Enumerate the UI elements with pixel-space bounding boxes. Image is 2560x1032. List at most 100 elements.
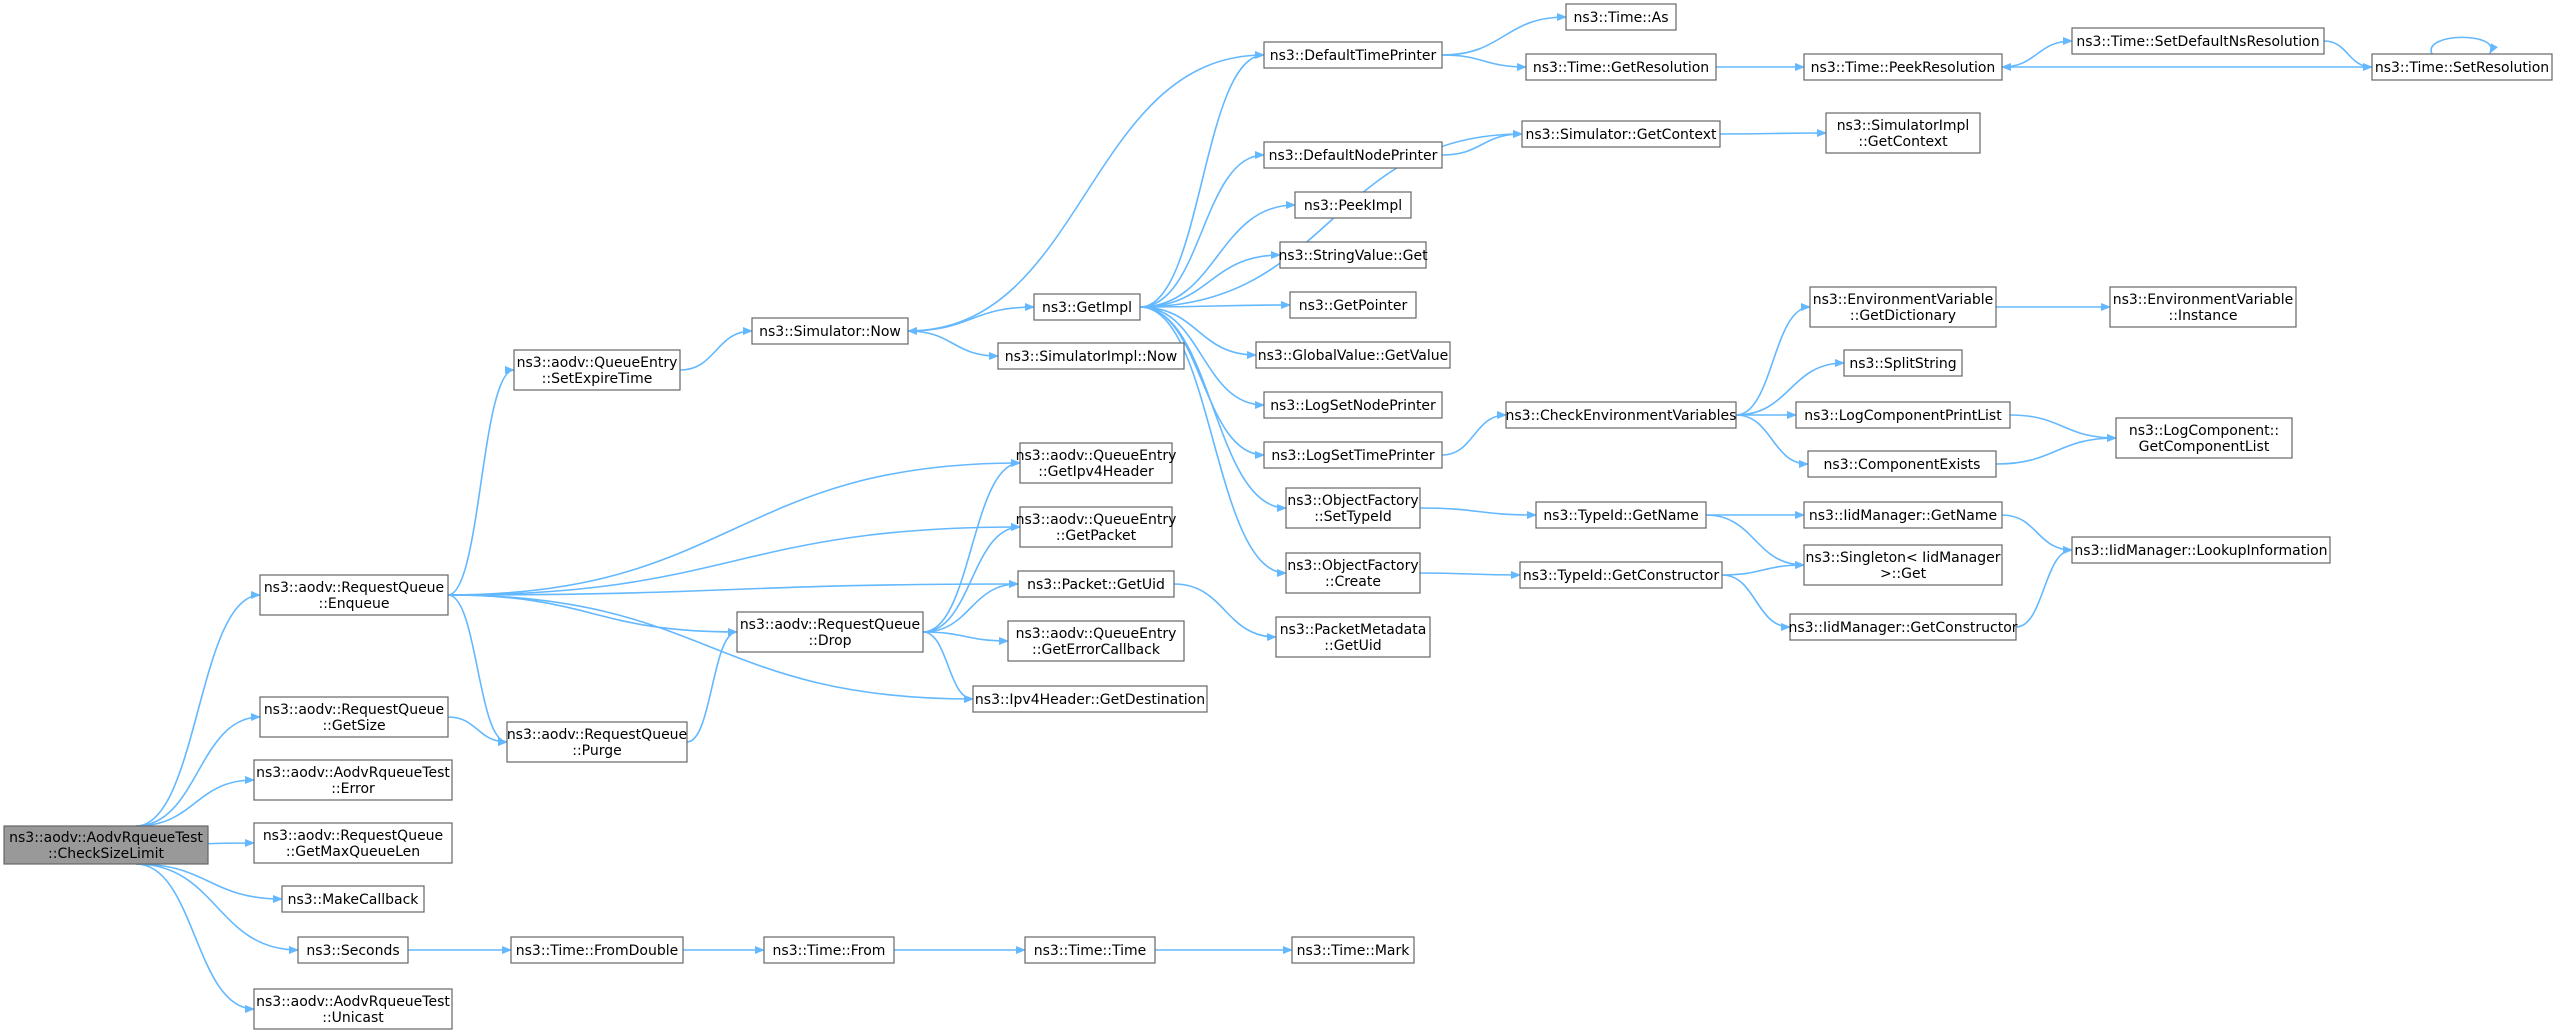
node-label: ns3::aodv::RequestQueue xyxy=(264,702,444,718)
function-node-makecallback[interactable]: ns3::MakeCallback xyxy=(281,885,425,913)
function-node-timesetdefaultns[interactable]: ns3::Time::SetDefaultNsResolution xyxy=(2071,27,2325,55)
node-box xyxy=(1521,120,1721,148)
node-label: ns3::IidManager::LookupInformation xyxy=(2074,543,2327,559)
function-node-peekimpl[interactable]: ns3::PeekImpl xyxy=(1294,191,1412,219)
function-node-timegetresolution[interactable]: ns3::Time::GetResolution xyxy=(1525,53,1717,81)
function-node-iidmlookup[interactable]: ns3::IidManager::LookupInformation xyxy=(2071,536,2331,564)
call-edge-timesetresolution-to-timesetresolution xyxy=(2430,36,2498,55)
function-node-getdestination[interactable]: ns3::Ipv4Header::GetDestination xyxy=(972,685,1208,713)
function-node-simimplnow[interactable]: ns3::SimulatorImpl::Now xyxy=(997,342,1185,370)
function-node-lcgetcomponentlist[interactable]: ns3::LogComponent::GetComponentList xyxy=(2115,417,2293,459)
function-node-typeidgetconstructor[interactable]: ns3::TypeId::GetConstructor xyxy=(1519,561,1723,589)
function-node-getmaxqueuelen[interactable]: ns3::aodv::RequestQueue::GetMaxQueueLen xyxy=(253,822,453,864)
function-node-timesetresolution[interactable]: ns3::Time::SetResolution xyxy=(2371,53,2553,81)
function-node-getsize[interactable]: ns3::aodv::RequestQueue::GetSize xyxy=(259,696,449,738)
function-node-simimplgetcontext[interactable]: ns3::SimulatorImpl::GetContext xyxy=(1825,112,1981,154)
function-node-enqueue[interactable]: ns3::aodv::RequestQueue::Enqueue xyxy=(259,574,449,616)
function-node-simnow[interactable]: ns3::Simulator::Now xyxy=(751,317,909,345)
call-edge-enqueue-to-drop xyxy=(447,594,738,636)
function-node-seconds[interactable]: ns3::Seconds xyxy=(297,936,409,964)
function-node-timeas[interactable]: ns3::Time::As xyxy=(1565,3,1677,31)
function-node-checkenv[interactable]: ns3::CheckEnvironmentVariables xyxy=(1505,401,1737,429)
node-box xyxy=(1285,487,1421,529)
node-label: ::Instance xyxy=(2169,308,2238,324)
function-node-logsettimeprinter[interactable]: ns3::LogSetTimePrinter xyxy=(1263,441,1443,469)
function-node-getuid[interactable]: ns3::Packet::GetUid xyxy=(1017,570,1175,598)
function-node-geterrorcallback[interactable]: ns3::aodv::QueueEntry::GetErrorCallback xyxy=(1007,620,1185,662)
function-node-ofcreate[interactable]: ns3::ObjectFactory::Create xyxy=(1285,552,1421,594)
function-node-typeidgetname[interactable]: ns3::TypeId::GetName xyxy=(1535,501,1707,529)
node-box xyxy=(763,936,895,964)
function-node-logcomponentprintlist[interactable]: ns3::LogComponentPrintList xyxy=(1795,401,2011,429)
function-node-logsetnodeprinter[interactable]: ns3::LogSetNodePrinter xyxy=(1263,391,1443,419)
node-label: ns3::ObjectFactory xyxy=(1287,558,1418,574)
function-node-fromdouble[interactable]: ns3::Time::FromDouble xyxy=(510,936,684,964)
node-label: ::SetTypeId xyxy=(1314,509,1392,525)
node-box xyxy=(281,885,425,913)
function-node-timetime[interactable]: ns3::Time::Time xyxy=(1024,936,1156,964)
call-edges xyxy=(135,13,2498,1013)
node-box xyxy=(2371,53,2553,81)
node-box xyxy=(1289,291,1417,319)
call-edge-enqueue-to-getuid xyxy=(447,580,1019,596)
node-box xyxy=(253,822,453,864)
call-edge-getimpl-to-simgetcontext xyxy=(1139,130,1523,308)
function-node-componentexists[interactable]: ns3::ComponentExists xyxy=(1807,450,1997,478)
function-node-iidmgetconstructor[interactable]: ns3::IidManager::GetConstructor xyxy=(1788,613,2018,641)
node-box xyxy=(1565,3,1677,31)
node-box xyxy=(1019,506,1173,548)
node-box xyxy=(1263,441,1443,469)
function-node-getpacket[interactable]: ns3::aodv::QueueEntry::GetPacket xyxy=(1016,506,1177,548)
function-node-splitstring[interactable]: ns3::SplitString xyxy=(1843,349,1963,377)
node-box xyxy=(1825,112,1981,154)
call-edge-enqueue-to-getdestination xyxy=(447,594,974,703)
node-box xyxy=(1263,141,1443,169)
function-node-envgetdictionary[interactable]: ns3::EnvironmentVariable::GetDictionary xyxy=(1809,286,1997,328)
function-node-timemark[interactable]: ns3::Time::Mark xyxy=(1291,936,1415,964)
function-node-singletonget[interactable]: ns3::Singleton< IidManager>::Get xyxy=(1803,544,2003,586)
node-box xyxy=(751,317,909,345)
node-label: ns3::TypeId::GetName xyxy=(1543,508,1698,524)
function-node-simgetcontext[interactable]: ns3::Simulator::GetContext xyxy=(1521,120,1721,148)
node-label: ns3::Seconds xyxy=(306,943,399,959)
function-node-getipv4header[interactable]: ns3::aodv::QueueEntry::GetIpv4Header xyxy=(1016,442,1177,484)
call-edge-drop-to-getpacket xyxy=(922,523,1021,633)
node-label: ns3::aodv::AodvRqueueTest xyxy=(256,765,450,781)
node-box xyxy=(1843,349,1963,377)
function-node-drop[interactable]: ns3::aodv::RequestQueue::Drop xyxy=(736,611,924,653)
function-node-defaulttimeprinter[interactable]: ns3::DefaultTimePrinter xyxy=(1263,41,1443,69)
node-box xyxy=(1535,501,1707,529)
function-node-timepeekresolution[interactable]: ns3::Time::PeekResolution xyxy=(1803,53,2003,81)
function-node-purge[interactable]: ns3::aodv::RequestQueue::Purge xyxy=(506,721,688,763)
node-box xyxy=(2115,417,2293,459)
node-label: ns3::Time::SetDefaultNsResolution xyxy=(2076,34,2319,50)
call-edge-defaultnodeprinter-to-simgetcontext xyxy=(1441,130,1523,156)
function-node-iidmgetname[interactable]: ns3::IidManager::GetName xyxy=(1803,501,2003,529)
function-node-getimpl[interactable]: ns3::GetImpl xyxy=(1033,293,1141,321)
node-box xyxy=(259,696,449,738)
call-edge-typeidgetname-to-singletonget xyxy=(1705,514,1805,569)
function-node-timefrom[interactable]: ns3::Time::From xyxy=(763,936,895,964)
function-node-setexpiretime[interactable]: ns3::aodv::QueueEntry::SetExpireTime xyxy=(513,349,681,391)
function-node-ofsettypeid[interactable]: ns3::ObjectFactory::SetTypeId xyxy=(1285,487,1421,529)
call-edge-enqueue-to-getpacket xyxy=(447,523,1021,596)
node-label: ns3::Time::As xyxy=(1573,10,1668,26)
function-node-unicast[interactable]: ns3::aodv::AodvRqueueTest::Unicast xyxy=(253,988,453,1030)
node-label: ns3::aodv::QueueEntry xyxy=(1016,448,1177,464)
function-node-globalvaluegetvalue[interactable]: ns3::GlobalValue::GetValue xyxy=(1255,341,1451,369)
call-edge-getuid-to-pmgetuid xyxy=(1173,583,1277,641)
node-label: ns3::LogSetTimePrinter xyxy=(1271,448,1435,464)
function-node-getpointer[interactable]: ns3::GetPointer xyxy=(1289,291,1417,319)
node-box xyxy=(1807,450,1997,478)
node-box xyxy=(1519,561,1723,589)
function-node-envinstance[interactable]: ns3::EnvironmentVariable::Instance xyxy=(2109,286,2297,328)
node-label: ns3::DefaultNodePrinter xyxy=(1269,148,1438,164)
function-node-error[interactable]: ns3::aodv::AodvRqueueTest::Error xyxy=(253,759,453,801)
node-label: ns3::GetPointer xyxy=(1299,298,1408,314)
node-box xyxy=(1019,442,1173,484)
function-node-defaultnodeprinter[interactable]: ns3::DefaultNodePrinter xyxy=(1263,141,1443,169)
function-node-root[interactable]: ns3::aodv::AodvRqueueTest::CheckSizeLimi… xyxy=(3,825,209,865)
function-node-pmgetuid[interactable]: ns3::PacketMetadata::GetUid xyxy=(1275,616,1431,658)
function-node-stringvalueget[interactable]: ns3::StringValue::Get xyxy=(1278,241,1428,269)
